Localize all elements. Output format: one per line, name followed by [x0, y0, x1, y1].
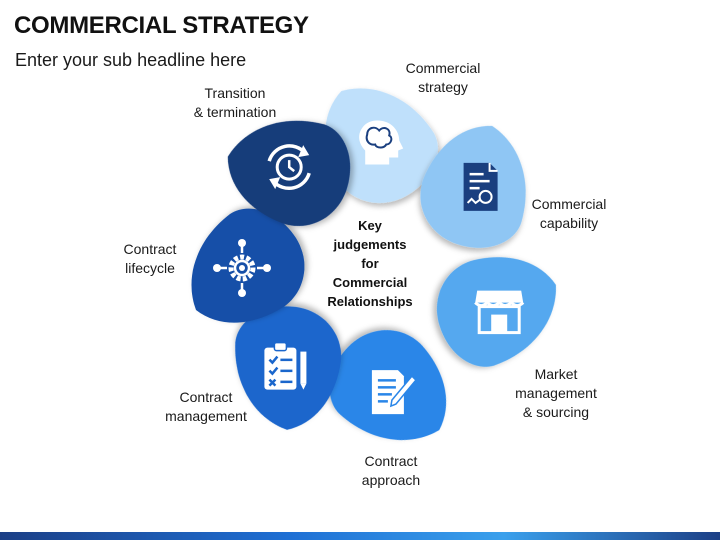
label-commercial-capability: Commercial capability: [531, 196, 607, 231]
certificate-document-icon: [463, 162, 498, 211]
clock-cycle-icon: [267, 144, 311, 191]
label-contract-lifecycle: Contract lifecycle: [123, 241, 177, 276]
petal-segment: [191, 208, 305, 323]
checklist-clipboard-icon: [264, 341, 307, 390]
head-brain-icon: [359, 120, 404, 165]
storefront-icon: [474, 290, 525, 335]
center-line: for: [361, 256, 379, 271]
center-text: Key judgements for Commercial Relationsh…: [310, 216, 430, 311]
slide-subtitle: Enter your sub headline here: [15, 50, 247, 70]
petal-segment: [420, 125, 526, 248]
center-line: judgements: [333, 237, 407, 252]
label-contract-management: Contract management: [165, 389, 247, 424]
center-line: Commercial: [332, 275, 408, 290]
label-contract-approach: Contract approach: [361, 453, 421, 488]
bottom-accent-bar: [0, 532, 720, 540]
slide-title: COMMERCIAL STRATEGY: [14, 12, 309, 39]
label-commercial-strategy: Commercial strategy: [405, 60, 481, 95]
petal-segment: [235, 306, 342, 430]
petal-segment: [437, 257, 556, 367]
center-line: Key: [358, 218, 382, 233]
center-line: Relationships: [327, 294, 413, 309]
contract-pen-icon: [371, 370, 417, 415]
petal-shape: [437, 257, 556, 367]
petal-segment: [325, 88, 438, 203]
label-transition-termination: Transition & termination: [193, 85, 277, 120]
petal-shape: [227, 120, 351, 227]
petal-segment: [227, 120, 351, 227]
gear-nodes-icon: [213, 239, 271, 297]
petal-segment: [329, 330, 447, 441]
label-market-management: Market management & sourcing: [515, 366, 597, 420]
